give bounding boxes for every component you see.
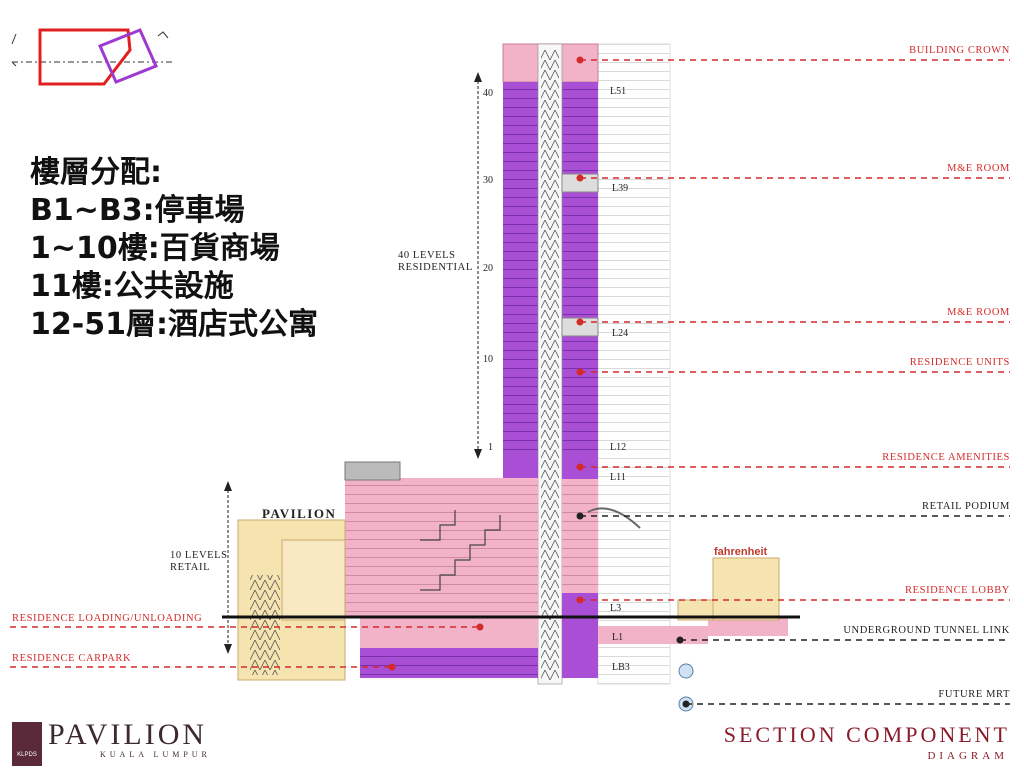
heading-line-1: 樓層分配: — [30, 155, 162, 190]
heading-line-2: B1~B3:停車場 — [30, 193, 245, 228]
level-l51: L51 — [610, 86, 627, 97]
residential-label-line2: Residential — [398, 262, 473, 273]
retail-label-line1: 10 Levels — [170, 550, 228, 561]
retail-label-line2: Retail — [170, 562, 211, 573]
level-l24: L24 — [612, 328, 629, 339]
callout-retail-podium: Retail podium — [922, 501, 1010, 512]
tick-10: 10 — [483, 354, 493, 365]
callout-me-room-1: M&E room — [947, 163, 1010, 174]
klpds-logo-box: KLPDS — [12, 722, 42, 766]
heading-line-3: 1~10樓:百貨商場 — [30, 231, 280, 266]
callout-residence-lobby: Residence lobby — [905, 585, 1010, 596]
callout-building-crown: Building crown — [909, 45, 1010, 56]
pavilion-sign: PAVILION — [262, 506, 337, 521]
key-plan — [11, 28, 173, 86]
floor-allocation-heading: 樓層分配: B1~B3:停車場 1~10樓:百貨商場 11樓:公共設施 12-5… — [30, 154, 318, 344]
retail-label: 10 Levels Retail — [170, 550, 228, 574]
footer-logo-subtitle: KUALA LUMPUR — [100, 750, 211, 759]
callout-underground-tunnel-link: Underground tunnel link — [843, 625, 1010, 636]
level-l12: L12 — [610, 442, 627, 453]
callout-residence-units: Residence units — [909, 357, 1010, 368]
level-l39: L39 — [612, 183, 629, 194]
diagram-subtitle: Diagram — [927, 750, 1008, 762]
level-lb3: LB3 — [612, 662, 630, 673]
heading-line-4: 11樓:公共設施 — [30, 269, 234, 304]
tick-1: 1 — [488, 442, 493, 453]
tick-30: 30 — [483, 175, 493, 186]
callout-residence-loading: Residence loading/unloading — [12, 613, 203, 624]
residential-label-line1: 40 Levels — [398, 250, 456, 261]
heading-line-5: 12-51層:酒店式公寓 — [30, 307, 318, 342]
level-l3: L3 — [610, 603, 622, 614]
tick-20: 20 — [483, 263, 493, 274]
callout-future-mrt: Future MRT — [938, 689, 1010, 700]
footer-logo-title: PAVILION — [48, 718, 208, 751]
callout-residence-carpark: Residence carpark — [12, 653, 132, 664]
tick-40: 40 — [483, 88, 493, 99]
fahrenheit-sign: fahrenheit — [714, 546, 768, 558]
residential-label: 40 Levels Residential — [398, 250, 473, 274]
callout-residence-amenities: Residence amenities — [882, 452, 1010, 463]
callout-me-room-2: M&E room — [947, 307, 1010, 318]
level-l1: L1 — [612, 632, 624, 643]
level-l11: L11 — [610, 472, 626, 483]
section-component-title: Section Component — [723, 722, 1010, 747]
